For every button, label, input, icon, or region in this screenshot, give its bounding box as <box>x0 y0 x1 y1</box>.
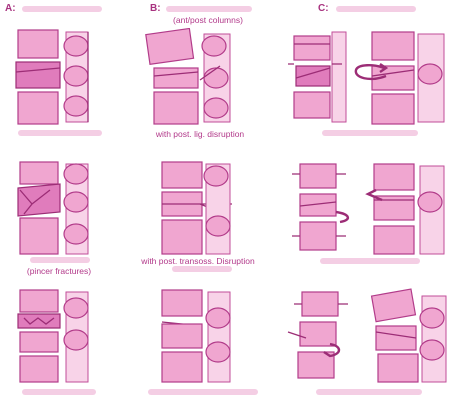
column-c-letter: C: <box>318 3 329 14</box>
caption-a2: (pincer fractures) <box>26 266 92 276</box>
spine-b3 <box>161 289 231 383</box>
spine-b1 <box>145 28 231 125</box>
spine-c3-left <box>287 291 348 379</box>
column-c-header: C: <box>318 3 329 14</box>
column-b-header: B: <box>150 3 161 14</box>
column-b-letter: B: <box>150 3 161 14</box>
column-a-header: A: <box>5 3 16 14</box>
column-c-title-blurred <box>336 6 416 12</box>
spine-c1-right <box>354 31 445 125</box>
caption-c1-blurred <box>322 130 418 136</box>
caption-c2-blurred <box>320 258 420 264</box>
caption-c3-blurred <box>316 389 422 395</box>
spine-a2 <box>17 161 89 255</box>
caption-b3-blurred <box>148 389 258 395</box>
spine-a1 <box>15 29 89 125</box>
caption-b1: with post. lig. disruption <box>155 129 245 139</box>
spine-c3-right <box>370 288 447 383</box>
caption-a3-blurred <box>22 389 96 395</box>
caption-a1-blurred <box>18 130 102 136</box>
spine-a3 <box>17 289 89 383</box>
column-b-subtitle: (ant/post columns) <box>173 15 243 25</box>
column-b-title-blurred <box>166 6 252 12</box>
spine-c1-left <box>288 31 347 123</box>
caption-a2-blurred <box>30 257 90 263</box>
caption-b2: with post. transoss. Disruption <box>141 256 255 266</box>
caption-b2-line2-blurred <box>172 266 232 272</box>
spine-c2-right <box>365 163 445 255</box>
column-a-title-blurred <box>22 6 102 12</box>
spine-b2 <box>161 161 232 255</box>
spine-c2-left <box>292 163 349 251</box>
column-a-letter: A: <box>5 3 16 14</box>
